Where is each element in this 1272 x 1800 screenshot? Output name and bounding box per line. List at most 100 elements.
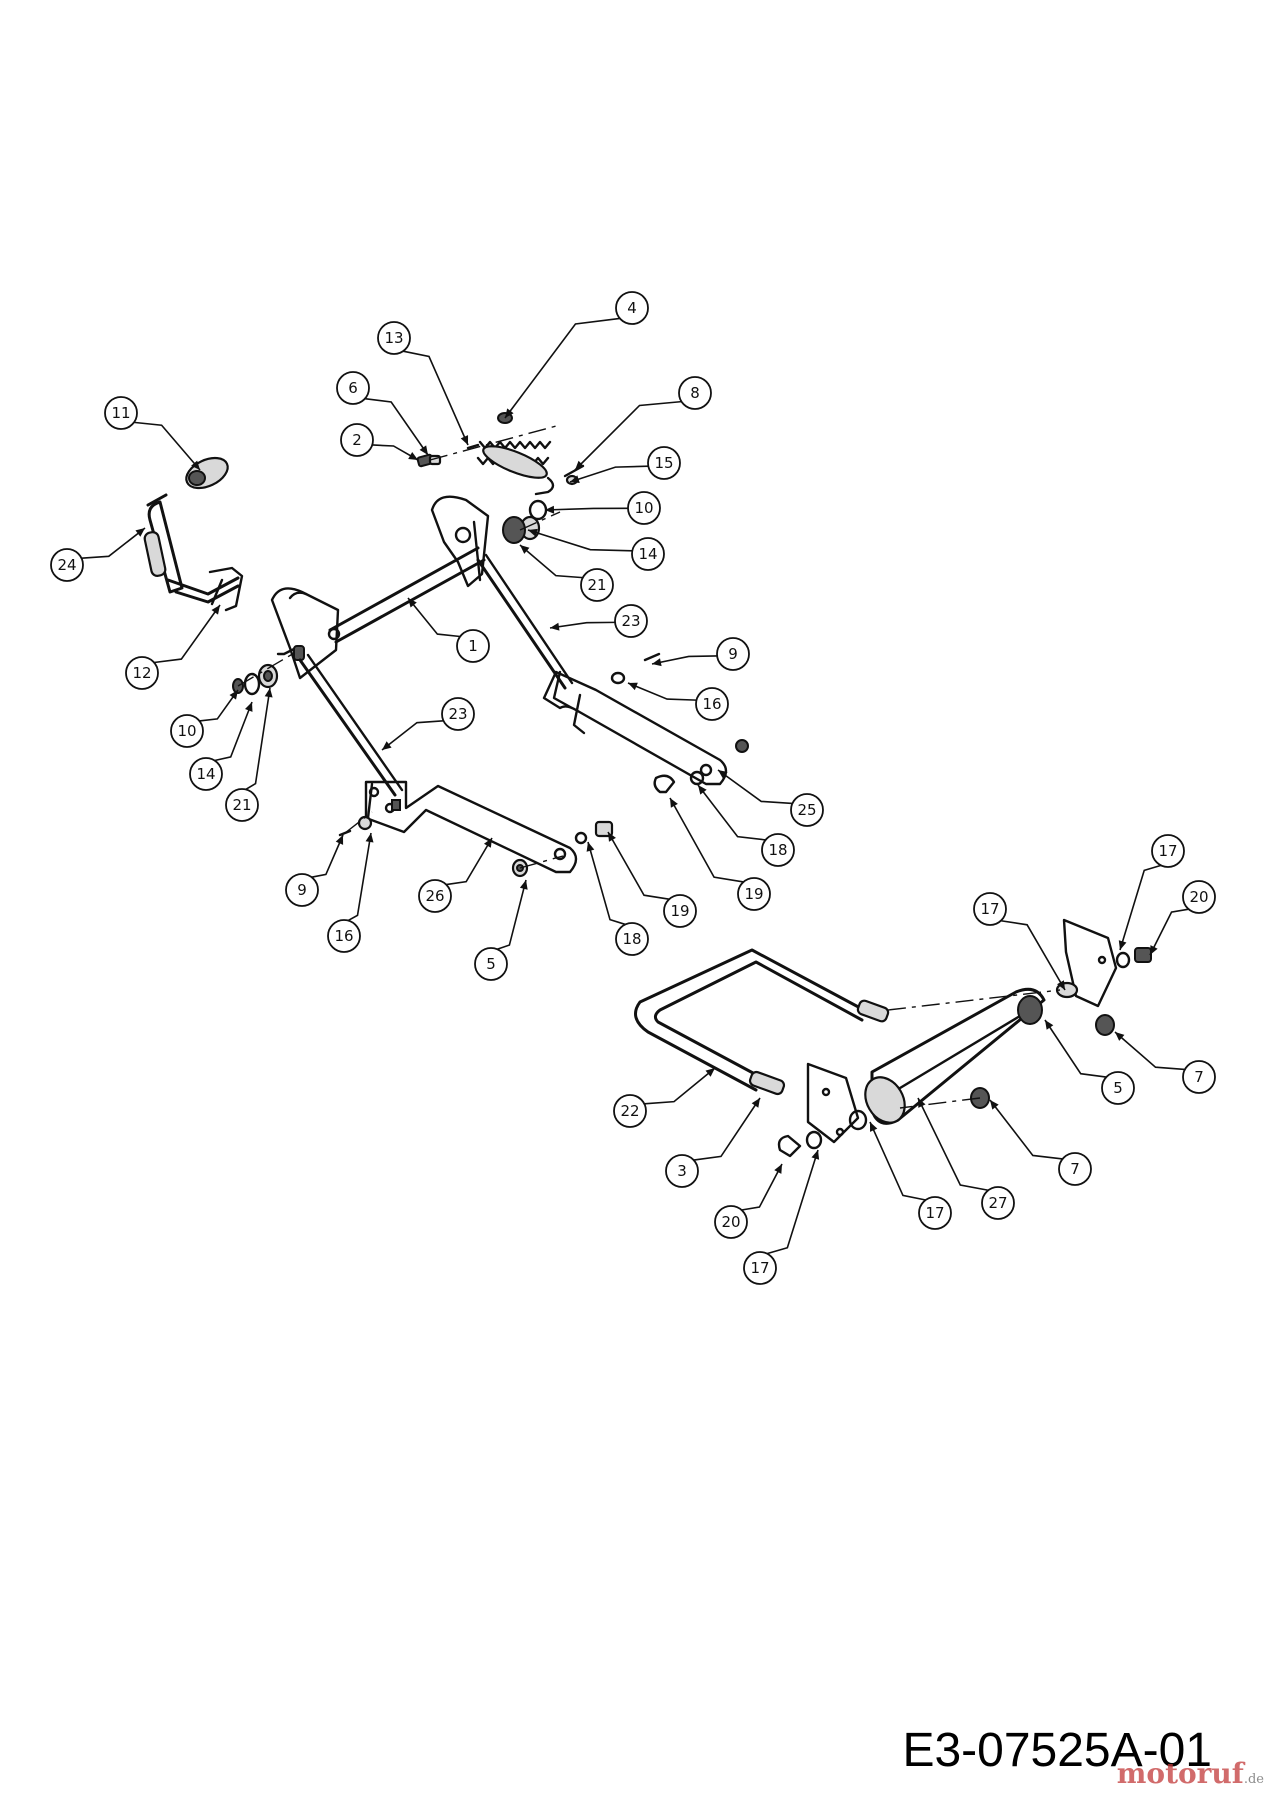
leader-arrow: [245, 702, 253, 712]
leader-arrow: [483, 838, 492, 848]
leader-line: [549, 621, 616, 629]
leader-arrow: [751, 1098, 760, 1108]
callout-circle: [580, 568, 614, 602]
leader-line: [527, 529, 633, 552]
callout-circle: [1101, 1071, 1135, 1105]
callout-21: 21: [225, 687, 273, 822]
leader-arrow: [1115, 1032, 1125, 1041]
watermark-text: motoruf: [1116, 1757, 1244, 1790]
leader-line: [574, 400, 682, 471]
callout-10: 10: [544, 491, 661, 525]
callout-3: 3: [665, 1097, 761, 1188]
callout-circle: [918, 1196, 952, 1230]
leader-line: [364, 397, 429, 456]
callout-circle: [327, 919, 361, 953]
callout-circle: [418, 879, 452, 913]
leader-line: [214, 701, 253, 762]
callout-circle: [615, 291, 649, 325]
callout-9: 9: [285, 834, 344, 907]
callout-label: 1: [468, 637, 478, 655]
leader-line: [1119, 864, 1162, 951]
leader-line: [917, 1097, 989, 1192]
callout-16: 16: [327, 832, 374, 953]
callout-label: 15: [654, 454, 673, 472]
tube-hardware: [777, 947, 1152, 1158]
leader-arrow: [365, 833, 374, 843]
leader-arrow: [586, 842, 595, 852]
callout-19: 19: [607, 831, 697, 928]
leader-arrow: [335, 835, 344, 845]
upper-lift-assembly: [143, 412, 749, 878]
leader-arrow: [570, 475, 580, 483]
lift-arm-26: [364, 780, 578, 874]
callout-label: 17: [980, 900, 999, 918]
leader-line: [989, 1099, 1063, 1160]
leader-line: [766, 1149, 819, 1255]
leader-arrow: [628, 682, 638, 691]
callout-label: 14: [196, 765, 215, 783]
callout-18: 18: [697, 784, 795, 867]
callout-9: 9: [651, 637, 750, 671]
callout-label: 24: [57, 556, 76, 574]
callout-20: 20: [714, 1163, 783, 1239]
leader-line: [1000, 919, 1066, 991]
callout-label: 19: [670, 902, 689, 920]
leader-line: [81, 527, 146, 559]
callout-label: 19: [744, 885, 763, 903]
callout-circle: [761, 833, 795, 867]
callout-5: 5: [1044, 1019, 1135, 1105]
callout-10: 10: [170, 689, 239, 748]
callout-20: 20: [1149, 880, 1216, 956]
leader-line: [372, 444, 419, 461]
callout-circle: [737, 877, 771, 911]
callout-label: 18: [622, 930, 641, 948]
callout-circle: [631, 537, 665, 571]
callout-circle: [981, 1186, 1015, 1220]
callout-label: 7: [1070, 1160, 1080, 1178]
torsion-tube-27: [864, 987, 1046, 1125]
callout-label: 21: [587, 576, 606, 594]
callout-4: 4: [504, 291, 649, 419]
leader-line: [1114, 1031, 1185, 1071]
callout-7: 7: [989, 1099, 1092, 1186]
callout-circle: [104, 396, 138, 430]
leader-line: [627, 682, 697, 701]
leader-line: [569, 465, 649, 483]
leader-arrow: [460, 435, 469, 445]
callout-label: 6: [348, 379, 358, 397]
leader-arrow: [191, 460, 200, 470]
callout-14: 14: [527, 528, 665, 571]
callout-15: 15: [569, 446, 681, 483]
callout-11: 11: [104, 396, 201, 471]
leader-arrow: [264, 688, 273, 698]
callout-label: 20: [721, 1213, 740, 1231]
leader-line: [697, 784, 766, 841]
leader-line: [133, 421, 201, 471]
callout-23: 23: [549, 604, 648, 638]
leader-line: [717, 769, 793, 805]
leader-arrow: [1045, 1020, 1054, 1030]
callout-circle: [377, 321, 411, 355]
callout-circle: [716, 637, 750, 671]
leader-arrow: [550, 622, 560, 631]
leader-arrow: [705, 1068, 715, 1077]
callout-circle: [170, 714, 204, 748]
leader-arrow: [774, 1164, 782, 1174]
callout-circle: [340, 423, 374, 457]
leader-arrow: [135, 528, 145, 537]
callout-label: 13: [384, 329, 403, 347]
leader-line: [1149, 908, 1189, 956]
spring-hardware: [416, 412, 585, 544]
leader-line: [347, 832, 372, 922]
callout-18: 18: [586, 841, 649, 956]
watermark-tld: .de: [1243, 1772, 1264, 1787]
callout-24: 24: [50, 527, 146, 582]
leader-arrow: [419, 445, 428, 455]
leader-arrow: [652, 658, 662, 667]
callout-label: 4: [627, 299, 637, 317]
leader-line: [669, 797, 744, 883]
drawing-code: E3-07525A-01: [902, 1724, 1212, 1777]
leader-arrow: [229, 690, 238, 700]
lift-handle-24: [143, 493, 240, 604]
callout-label: 23: [448, 705, 467, 723]
